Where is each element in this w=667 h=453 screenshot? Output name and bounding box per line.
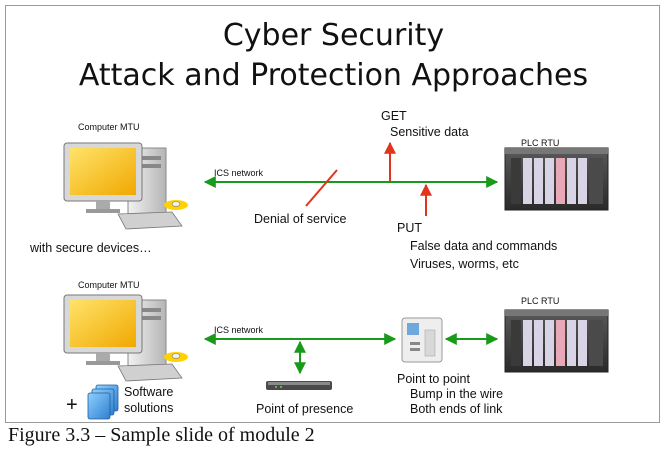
point-to-point-label: Point to point xyxy=(397,372,470,386)
plc-rtu-label: PLC RTU xyxy=(521,138,560,148)
plc-rtu-icon-bottom xyxy=(504,309,609,373)
get-sensitive-data-label: Sensitive data xyxy=(390,125,469,139)
bump-in-wire-device-icon xyxy=(401,317,443,363)
software-label-line2: solutions xyxy=(124,401,174,415)
denial-of-service-slash xyxy=(305,169,338,207)
put-false-data-label: False data and commands xyxy=(410,239,558,253)
bump-in-wire-label: Bump in the wire xyxy=(410,387,504,401)
ics-network-label-bottom: ICS network xyxy=(214,325,264,335)
denial-of-service-label: Denial of service xyxy=(254,212,347,226)
plc-rtu-icon xyxy=(504,147,609,211)
plc-rtu-label-bottom: PLC RTU xyxy=(521,296,560,306)
secure-devices-label: with secure devices… xyxy=(30,241,152,255)
slide-title-line1: Cyber Security xyxy=(222,18,445,53)
ics-network-label: ICS network xyxy=(214,168,264,178)
plus-sign: + xyxy=(66,394,78,416)
both-ends-label: Both ends of link xyxy=(410,402,503,416)
put-label: PUT xyxy=(397,221,422,235)
point-of-presence-device-icon xyxy=(266,381,332,390)
slide-title-line2: Attack and Protection Approaches xyxy=(78,58,589,93)
put-viruses-label: Viruses, worms, etc xyxy=(410,257,519,271)
computer-mtu-label-bottom: Computer MTU xyxy=(78,280,140,290)
computer-mtu-label: Computer MTU xyxy=(78,122,140,132)
software-label-line1: Software xyxy=(124,385,174,399)
figure-caption: Figure 3.3 – Sample slide of module 2 xyxy=(8,424,315,446)
point-of-presence-label: Point of presence xyxy=(256,402,354,416)
get-label: GET xyxy=(381,109,407,123)
computer-mtu-icon xyxy=(63,142,188,230)
computer-mtu-icon-bottom xyxy=(63,294,188,382)
software-solutions-icon xyxy=(87,384,119,420)
